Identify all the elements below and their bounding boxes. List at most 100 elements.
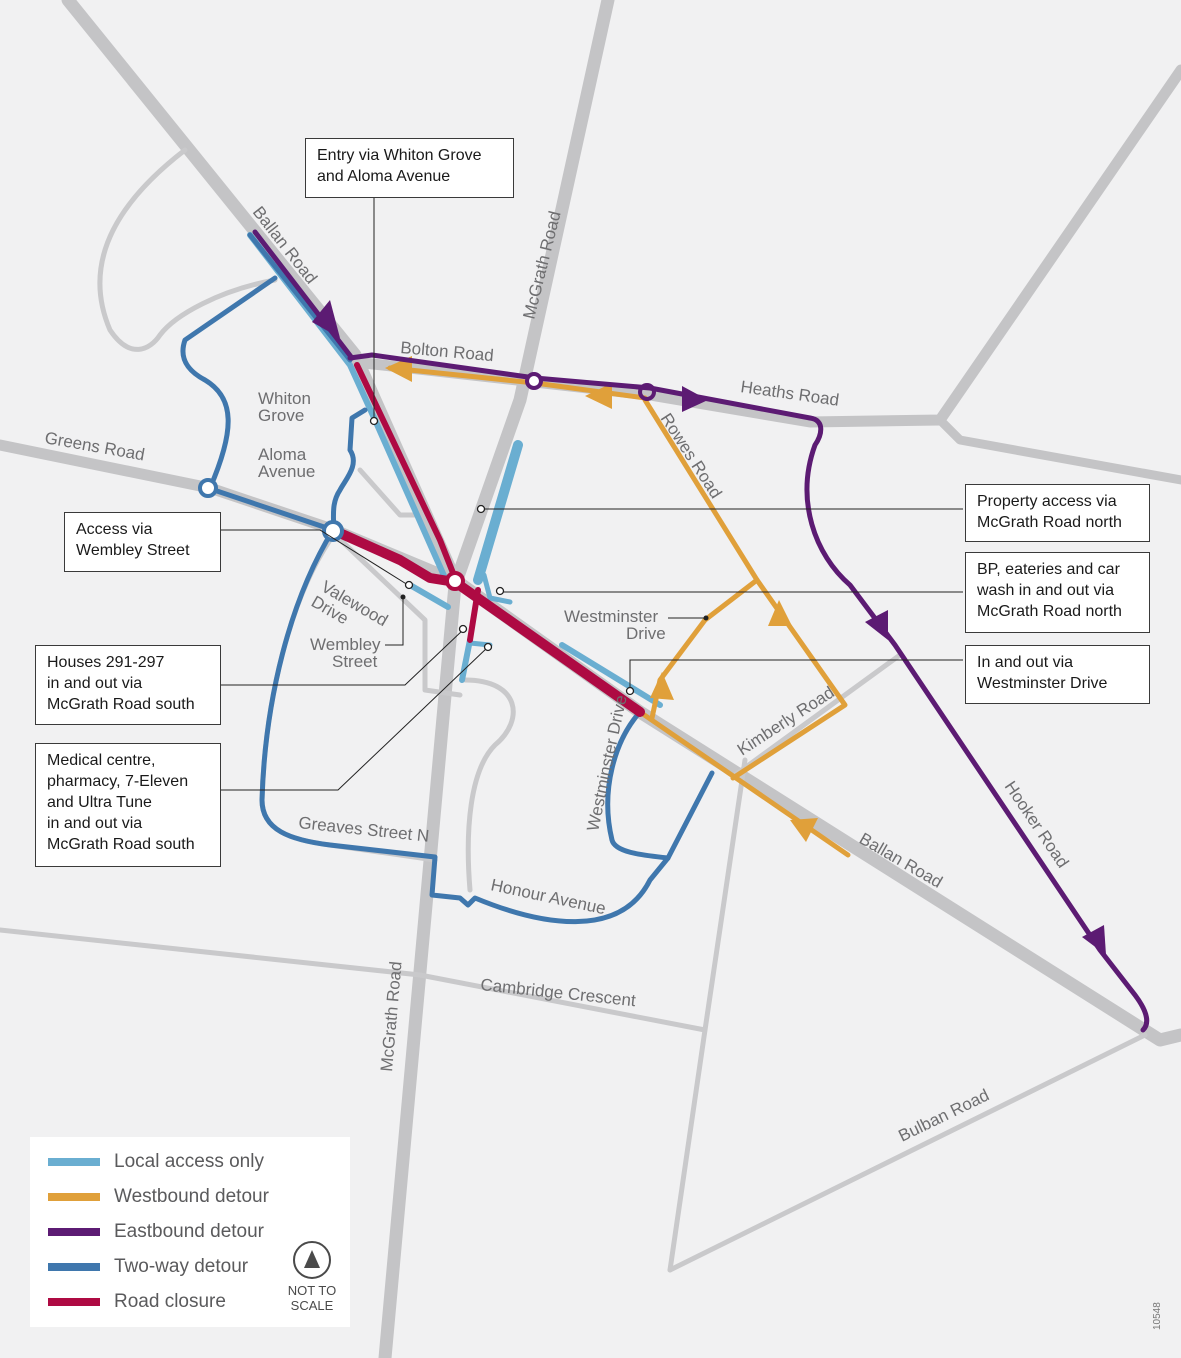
closure-greens-ballan <box>328 525 460 587</box>
two-way-ballan-north <box>247 232 353 363</box>
legend-label: Road closure <box>114 1291 226 1312</box>
dot-whiton <box>369 416 379 426</box>
legend-item-local-access: Local access only <box>48 1149 264 1175</box>
legend-swatch <box>48 1193 100 1201</box>
two-way-whiton-aloma <box>330 407 368 533</box>
callout-access-wembley: Access via Wembley Street <box>64 512 221 572</box>
two-way-kimberly <box>605 709 671 861</box>
legend-swatch <box>48 1298 100 1306</box>
eastbound-greaves <box>804 415 1150 1033</box>
legend-label: Two-way detour <box>114 1256 249 1277</box>
label-aloma-avenue-2: Avenue <box>258 462 315 481</box>
callout-entry-whiton: Entry via Whiton Grove and Aloma Avenue <box>305 138 514 198</box>
closure-ballan-south <box>450 577 645 717</box>
roundabout-greens-west <box>198 478 218 498</box>
callout-houses: Houses 291-297 in and out via McGrath Ro… <box>35 645 221 725</box>
local-access-westminster <box>559 642 663 708</box>
arrow-icon <box>385 356 412 382</box>
not-to-scale-label: NOT TO SCALE <box>287 1283 337 1313</box>
nw-loop-road <box>97 147 278 352</box>
closure-mcgrath-south <box>467 587 481 643</box>
leader-westminster <box>629 659 963 690</box>
north-indicator: NOT TO SCALE <box>282 1241 342 1313</box>
dot-property <box>476 504 486 514</box>
label-westminster-2: Drive <box>626 624 666 643</box>
callout-medical: Medical centre, pharmacy, 7-Eleven and U… <box>35 743 221 867</box>
closure-ballan-north <box>354 362 458 581</box>
leader-dots <box>369 416 635 696</box>
two-way-greens <box>205 485 336 533</box>
legend-swatch <box>48 1263 100 1271</box>
legend-swatch <box>48 1158 100 1166</box>
two-way-detour <box>180 232 715 925</box>
label-aloma-avenue-1: Aloma <box>258 445 307 464</box>
leader-houses <box>221 629 464 686</box>
westbound-ballan-south <box>637 709 851 858</box>
legend-item-westbound: Westbound detour <box>48 1184 269 1210</box>
westbound-hooker <box>642 397 848 781</box>
document-id: 10548 <box>1152 1302 1163 1330</box>
leader-lines <box>221 198 963 791</box>
valewood-drive-road <box>327 527 463 698</box>
leader-medical <box>221 646 489 791</box>
legend-item-eastbound: Eastbound detour <box>48 1219 264 1245</box>
hooker-road-line <box>732 652 903 778</box>
arrow-icon <box>865 610 888 640</box>
dot-wembley <box>404 580 414 590</box>
arrow-icon <box>790 818 818 842</box>
dot-wembley-street <box>400 594 406 600</box>
legend-label: Eastbound detour <box>114 1221 265 1242</box>
arrow-icon <box>1082 925 1106 955</box>
kimberly-south-road <box>667 757 748 1273</box>
roundabout-mcgrath-bolton <box>525 372 543 390</box>
westbound-arrows <box>385 356 818 842</box>
legend-label: Local access only <box>114 1151 264 1172</box>
leader-wembley-street <box>385 597 404 646</box>
two-way-honour <box>259 527 715 925</box>
arrow-icon <box>585 383 612 409</box>
roundabout-rowes-bolton <box>638 383 656 401</box>
bulban-road-line <box>667 1032 1148 1273</box>
black-forest-road-line <box>0 927 708 1033</box>
label-whiton-grove-2: Grove <box>258 406 304 425</box>
westbound-westminster-up <box>649 577 760 721</box>
dot-houses <box>458 624 468 634</box>
dot-medical <box>483 642 493 652</box>
dot-westminster <box>625 686 635 696</box>
two-way-west-loop <box>180 275 278 491</box>
label-wembley-2: Street <box>332 652 378 671</box>
leader-dots-solid <box>400 594 709 621</box>
arrow-icon <box>768 600 792 626</box>
mcgrath-road <box>378 0 615 1358</box>
legend-swatch <box>48 1228 100 1236</box>
callout-westminster: In and out via Westminster Drive <box>965 645 1150 704</box>
local-access-west-spur <box>407 582 451 610</box>
label-westminster-1: Westminster <box>564 607 658 626</box>
eastbound-arrows <box>312 300 1106 955</box>
dot-westminster-drive <box>703 615 709 621</box>
dot-bp <box>495 586 505 596</box>
legend-label: Westbound detour <box>114 1186 269 1207</box>
legend-item-two-way: Two-way detour <box>48 1254 248 1280</box>
local-access-mcgrath-south <box>459 637 473 683</box>
label-whiton-grove-1: Whiton <box>258 389 311 408</box>
local-access-mcgrath-north <box>473 440 523 585</box>
label-wembley-1: Wembley <box>310 635 381 654</box>
roundabout-main <box>445 571 465 591</box>
arrow-icon <box>682 386 708 412</box>
north-arrow-icon <box>293 1241 331 1279</box>
local-access-east-spur <box>481 572 513 605</box>
legend: Local access only Westbound detour Eastb… <box>30 1137 350 1327</box>
cambridge-loop-road <box>462 677 516 893</box>
leader-access-wembley <box>221 529 409 586</box>
eastbound-ballan-north <box>252 229 355 361</box>
callout-bp: BP, eateries and car wash in and out via… <box>965 552 1150 633</box>
whiton-aloma-roads <box>357 467 418 518</box>
legend-item-closure: Road closure <box>48 1289 226 1315</box>
road-closure <box>328 362 645 717</box>
roundabout-greens-east <box>322 520 344 542</box>
arrow-icon <box>650 672 674 700</box>
callout-property-access: Property access via McGrath Road north <box>965 484 1150 542</box>
east-road <box>935 415 1181 485</box>
arrow-icon <box>312 300 340 338</box>
